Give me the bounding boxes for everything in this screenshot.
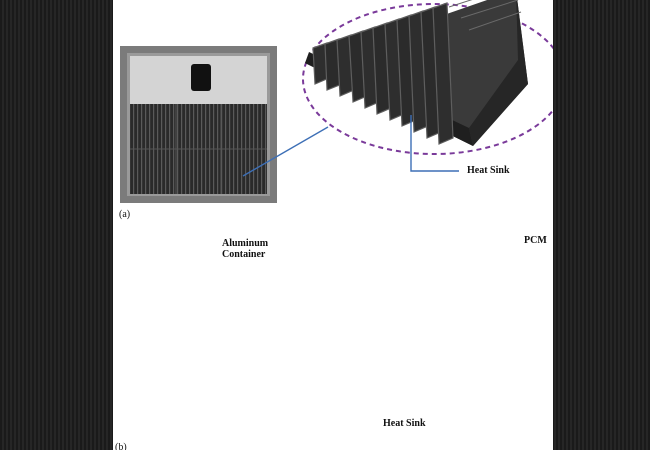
- figure-canvas: Heat Sink (a) Aluminum Container PCM Hea…: [113, 0, 553, 450]
- panel-a-heat-sink-label: Heat Sink: [467, 165, 510, 176]
- panel-a-heat-sink-leader: [410, 115, 459, 172]
- panel-b-aluminum-label-line1: Aluminum: [222, 238, 269, 249]
- panel-b-aluminum-label-line2: Container: [222, 249, 266, 260]
- panel-a-zoom-ellipse: [302, 3, 553, 155]
- panel-b-pcm-label: PCM: [524, 235, 547, 246]
- panel-b-heat-sink-label: Heat Sink: [383, 418, 426, 429]
- panel-a-callout-line: [242, 126, 329, 177]
- panel-a-solar-module: [120, 46, 277, 203]
- panel-a-tag: (a): [119, 209, 131, 220]
- panel-a-heat-sink-3d: [302, 0, 553, 155]
- panel-b-tag: (b): [115, 442, 127, 450]
- figure-drawing: [120, 0, 553, 203]
